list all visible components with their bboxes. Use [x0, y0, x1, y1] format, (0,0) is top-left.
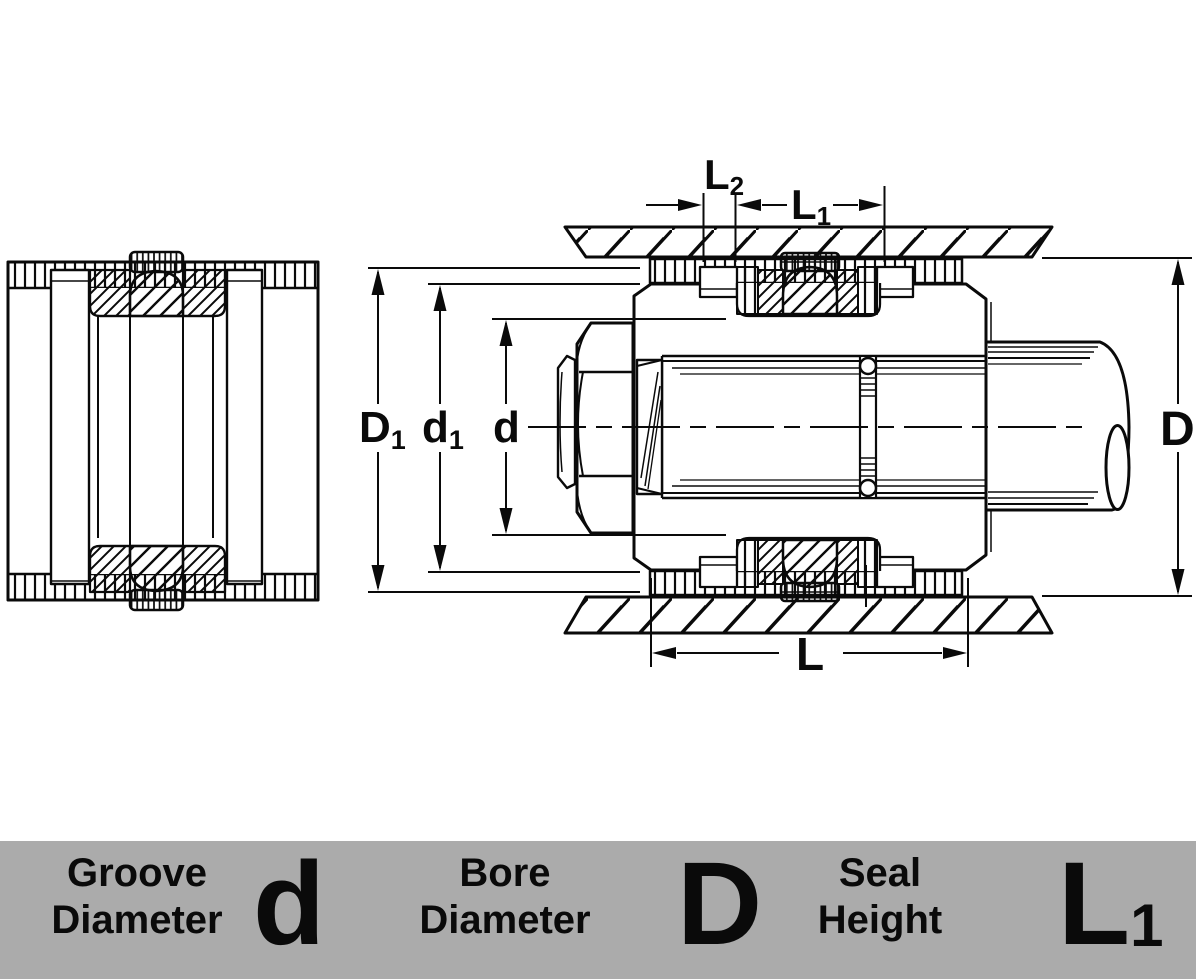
seal-bottom-dome: [128, 544, 185, 593]
svg-text:L: L: [796, 628, 824, 680]
legend-item-seal-height: Seal Height L1: [818, 838, 1164, 970]
o-ring-top: [858, 356, 878, 376]
rod-end-face: [1104, 424, 1131, 511]
nut-washer: [556, 354, 577, 490]
svg-text:L2: L2: [704, 151, 744, 201]
dimension-L2: L2: [646, 151, 744, 262]
seal-elastomer-wings: [88, 268, 227, 594]
dimension-d1: d1: [422, 283, 640, 573]
svg-text:Seal: Seal: [839, 851, 921, 895]
legend-background: [0, 841, 1196, 979]
svg-text:Bore: Bore: [459, 851, 550, 895]
svg-text:D: D: [1160, 403, 1195, 456]
svg-text:Diameter: Diameter: [51, 898, 222, 942]
svg-text:Diameter: Diameter: [419, 898, 590, 942]
cylinder-wall-bottom: [563, 595, 1054, 635]
legend-symbol-d: d: [253, 838, 325, 970]
svg-text:d1: d1: [422, 403, 464, 455]
assembly-seal-bottom: [648, 536, 964, 603]
dimensions: L2 L1 D1 d1: [359, 151, 1195, 680]
legend-symbol-D: D: [677, 838, 762, 970]
assembly-seal-top: [648, 251, 964, 318]
svg-text:L1: L1: [791, 181, 831, 231]
svg-text:d: d: [493, 403, 520, 452]
svg-text:Groove: Groove: [67, 851, 207, 895]
dimension-D1: D1: [359, 267, 640, 593]
legend-item-groove-diameter: Groove Diameter d: [51, 838, 325, 970]
seal-support-rings: [49, 268, 264, 586]
dimension-L: L: [650, 578, 969, 680]
piston-joint-strip: [858, 356, 878, 498]
seal-serrated-caps: [128, 250, 185, 612]
legend-banner: Groove Diameter d Bore Diameter D Seal H…: [0, 838, 1196, 979]
legend-symbol-L1: L1: [1058, 838, 1163, 970]
piston-rod: [984, 340, 1131, 512]
dimension-D: D: [1042, 257, 1195, 597]
assembly-section-view: [528, 225, 1131, 635]
o-ring-bottom: [858, 478, 878, 498]
dimension-d: d: [492, 318, 726, 536]
svg-text:Height: Height: [818, 898, 942, 942]
legend-item-bore-diameter: Bore Diameter D: [419, 838, 762, 970]
seal-sleeve-lines: [97, 316, 214, 546]
cylinder-wall-top: [563, 225, 1054, 259]
seal-top-dome: [128, 269, 185, 318]
dimension-L1: L1: [737, 181, 886, 262]
svg-text:D1: D1: [359, 403, 406, 455]
seal-cross-section-view: [6, 250, 320, 612]
